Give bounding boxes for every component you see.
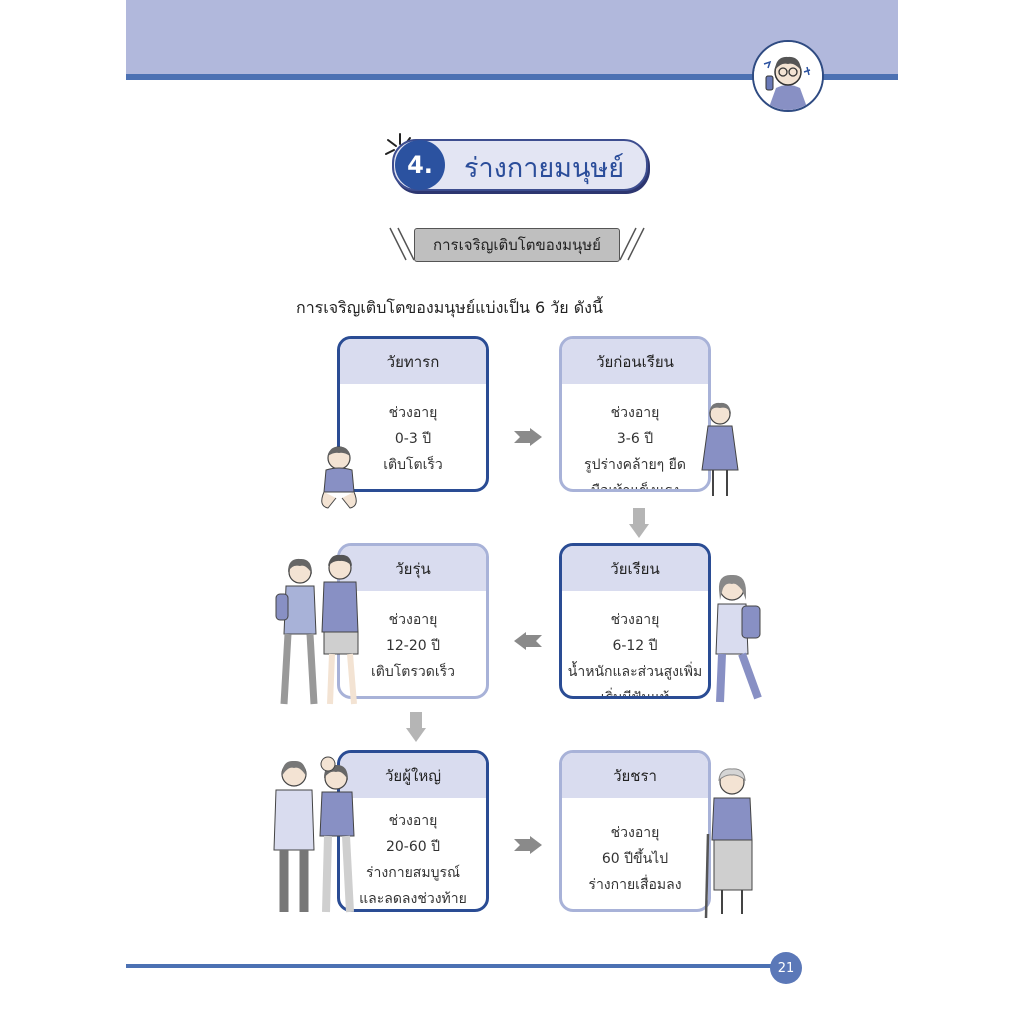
stage-line: 20-60 ปี bbox=[385, 839, 441, 855]
section-title: ร่างกายมนุษย์ bbox=[464, 153, 625, 183]
stage-line: 3-6 ปี bbox=[616, 431, 654, 447]
stage-line: เริ่มมีฟันแท้ bbox=[600, 690, 670, 699]
teen-couple-figure bbox=[275, 554, 359, 705]
student-figure bbox=[715, 574, 762, 703]
stage-title: วัยก่อนเรียน bbox=[562, 339, 708, 384]
arrow-down-icon bbox=[629, 508, 649, 538]
stage-line: 6-12 ปี bbox=[612, 638, 658, 654]
stage-line: ช่วงอายุ bbox=[610, 825, 660, 841]
stage-title: วัยเรียน bbox=[562, 546, 708, 591]
header-rule bbox=[126, 74, 898, 80]
arrow-left-icon bbox=[514, 632, 542, 650]
stage-title: วัยชรา bbox=[562, 753, 708, 798]
stage-line: น้ำหนักและส่วนสูงเพิ่ม bbox=[567, 664, 703, 680]
stage-line: 12-20 ปี bbox=[385, 638, 441, 654]
stage-line: ช่วงอายุ bbox=[388, 813, 438, 829]
section-number-badge: 4. bbox=[395, 140, 445, 190]
arrow-down-icon bbox=[406, 712, 426, 742]
stage-card-preschool: วัยก่อนเรียน ช่วงอายุ 3-6 ปี รูปร่างคล้า… bbox=[559, 336, 711, 492]
baby-figure bbox=[321, 446, 357, 509]
stage-card-adult: วัยผู้ใหญ่ ช่วงอายุ 20-60 ปี ร่างกายสมบู… bbox=[337, 750, 489, 912]
stage-line: เติบโตเร็ว bbox=[383, 457, 443, 473]
stage-line: ช่วงอายุ bbox=[388, 405, 438, 421]
elderly-figure bbox=[704, 768, 753, 919]
intro-text: การเจริญเติบโตของมนุษย์แบ่งเป็น 6 วัย ดั… bbox=[296, 298, 603, 317]
stage-line: มือเท้าแข็งแรง bbox=[590, 483, 680, 492]
preschool-child-figure bbox=[701, 402, 739, 496]
stage-line: 0-3 ปี bbox=[394, 431, 432, 447]
mascot-avatar-icon bbox=[752, 40, 824, 112]
arrow-right-icon bbox=[514, 836, 542, 854]
stage-line: รูปร่างคล้ายๆ ยืด bbox=[584, 457, 686, 473]
stage-line: 60 ปีขึ้นไป bbox=[601, 851, 669, 867]
stage-card-teen: วัยรุ่น ช่วงอายุ 12-20 ปี เติบโตรวดเร็ว bbox=[337, 543, 489, 699]
stage-card-school: วัยเรียน ช่วงอายุ 6-12 ปี น้ำหนักและส่วน… bbox=[559, 543, 711, 699]
stage-line: ร่างกายสมบูรณ์ bbox=[366, 865, 460, 881]
stage-line: ร่างกายเสื่อมลง bbox=[588, 877, 682, 893]
sparkle-icon bbox=[385, 133, 411, 155]
stage-card-elderly: วัยชรา ช่วงอายุ 60 ปีขึ้นไป ร่างกายเสื่อ… bbox=[559, 750, 711, 912]
stage-title: วัยทารก bbox=[340, 339, 486, 384]
stage-line: ช่วงอายุ bbox=[388, 612, 438, 628]
arrow-right-icon bbox=[514, 428, 542, 446]
stage-line: เติบโตรวดเร็ว bbox=[370, 664, 455, 680]
subtitle-left-decoration bbox=[389, 227, 414, 261]
subtitle-label: การเจริญเติบโตของมนุษย์ bbox=[414, 228, 620, 262]
family-figure bbox=[273, 756, 355, 913]
stage-line: และลดลงช่วงท้าย bbox=[359, 891, 467, 907]
footer-rule bbox=[126, 964, 776, 968]
page-number: 21 bbox=[770, 952, 802, 984]
subtitle-right-decoration bbox=[620, 227, 645, 261]
stage-title: วัยผู้ใหญ่ bbox=[340, 753, 486, 798]
stage-line: ช่วงอายุ bbox=[610, 405, 660, 421]
stage-card-infant: วัยทารก ช่วงอายุ 0-3 ปี เติบโตเร็ว bbox=[337, 336, 489, 492]
stage-line: ช่วงอายุ bbox=[610, 612, 660, 628]
stage-title: วัยรุ่น bbox=[340, 546, 486, 591]
